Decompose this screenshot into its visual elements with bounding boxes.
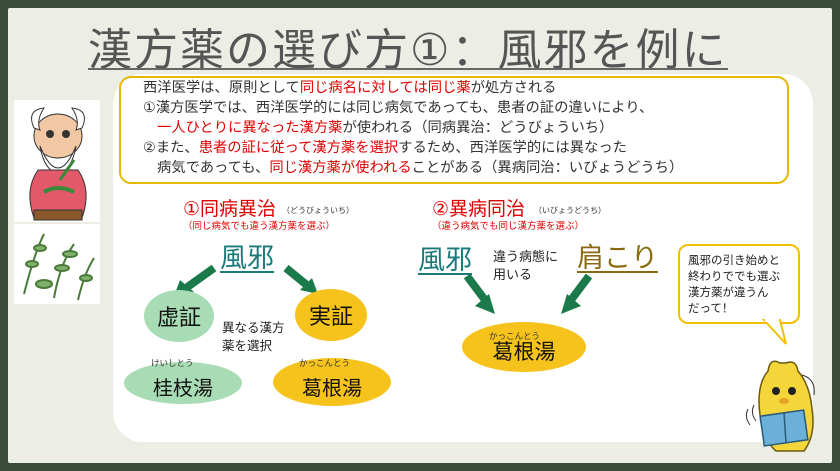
doctor-illustration-icon xyxy=(14,100,100,222)
jitsu-sho-badge: 実証 xyxy=(295,289,367,341)
summary-line-2: ①漢方医学では、西洋医学的には同じ病気であっても、患者の証の違いにより、 xyxy=(143,100,654,116)
summary-line-4: ②また、患者の証に従って漢方薬を選択するため、西洋医学的には異なった xyxy=(143,140,627,156)
right-subtitle: （違う病気でも同じ漢方薬を選ぶ） xyxy=(432,221,585,232)
right-heading-reading: （いびょうどうち） xyxy=(534,206,606,215)
kakkonto-badge-right: 葛根湯 xyxy=(462,322,586,372)
arrow-down-right-icon-2 xyxy=(475,294,495,314)
right-note-2: 用いる xyxy=(493,268,533,283)
right-disease-stiff-shoulder: 肩こり xyxy=(577,243,658,274)
summary-line-5: 病気であっても、同じ漢方薬が使われることがある（異病同治：いびょうどうち） xyxy=(157,160,684,176)
speech-bubble-text: 風邪の引き始めと 終わりででも選ぶ 漢方薬が違うん だって！ xyxy=(688,253,780,315)
right-heading: ②異病同治 xyxy=(432,198,526,220)
page-title: 漢方薬の選び方①：風邪を例に xyxy=(88,25,728,76)
summary-box: 西洋医学は、原則として同じ病名に対しては同じ薬が処方される ①漢方医学では、西洋… xyxy=(119,76,789,184)
speech-bubble: 風邪の引き始めと 終わりででも選ぶ 漢方薬が違うん だって！ xyxy=(678,244,800,324)
speech-bubble-tail-icon xyxy=(761,318,787,345)
right-disease-cold: 風邪 xyxy=(418,245,472,276)
mascot-reading-book-icon xyxy=(745,360,815,452)
kakkonto-badge-left: 葛根湯 xyxy=(273,358,391,406)
left-heading-reading: （どうびょういち） xyxy=(282,206,354,215)
right-arrows xyxy=(463,273,593,314)
keishito-badge: 桂枝湯 xyxy=(124,362,242,404)
arrow-down-right-icon xyxy=(300,278,318,294)
summary-line-1: 西洋医学は、原則として同じ病名に対しては同じ薬が処方される xyxy=(143,80,557,96)
left-subtitle: （同じ病気でも違う漢方薬を選ぶ） xyxy=(183,221,336,232)
left-note-2: 薬を選択 xyxy=(222,338,273,353)
title-underline xyxy=(88,68,728,70)
summary-line-3: 一人ひとりに異なった漢方薬が使われる（同病異治：どうびょういち） xyxy=(157,120,614,136)
kyo-sho-badge: 虚証 xyxy=(144,290,214,342)
keishito-reading: けいしとう xyxy=(151,359,194,369)
left-note-1: 異なる漢方 xyxy=(222,320,285,335)
herbs-illustration-icon xyxy=(14,224,100,304)
right-note-1: 違う病態に xyxy=(493,250,559,265)
left-heading: ①同病異治 xyxy=(183,198,277,220)
kakkonto-reading-right: かっこんとう xyxy=(489,332,541,342)
kakkonto-reading-left: かっこんとう xyxy=(299,359,351,369)
arrow-down-left-icon-2 xyxy=(561,294,581,314)
left-disease-cold: 風邪 xyxy=(220,243,274,274)
